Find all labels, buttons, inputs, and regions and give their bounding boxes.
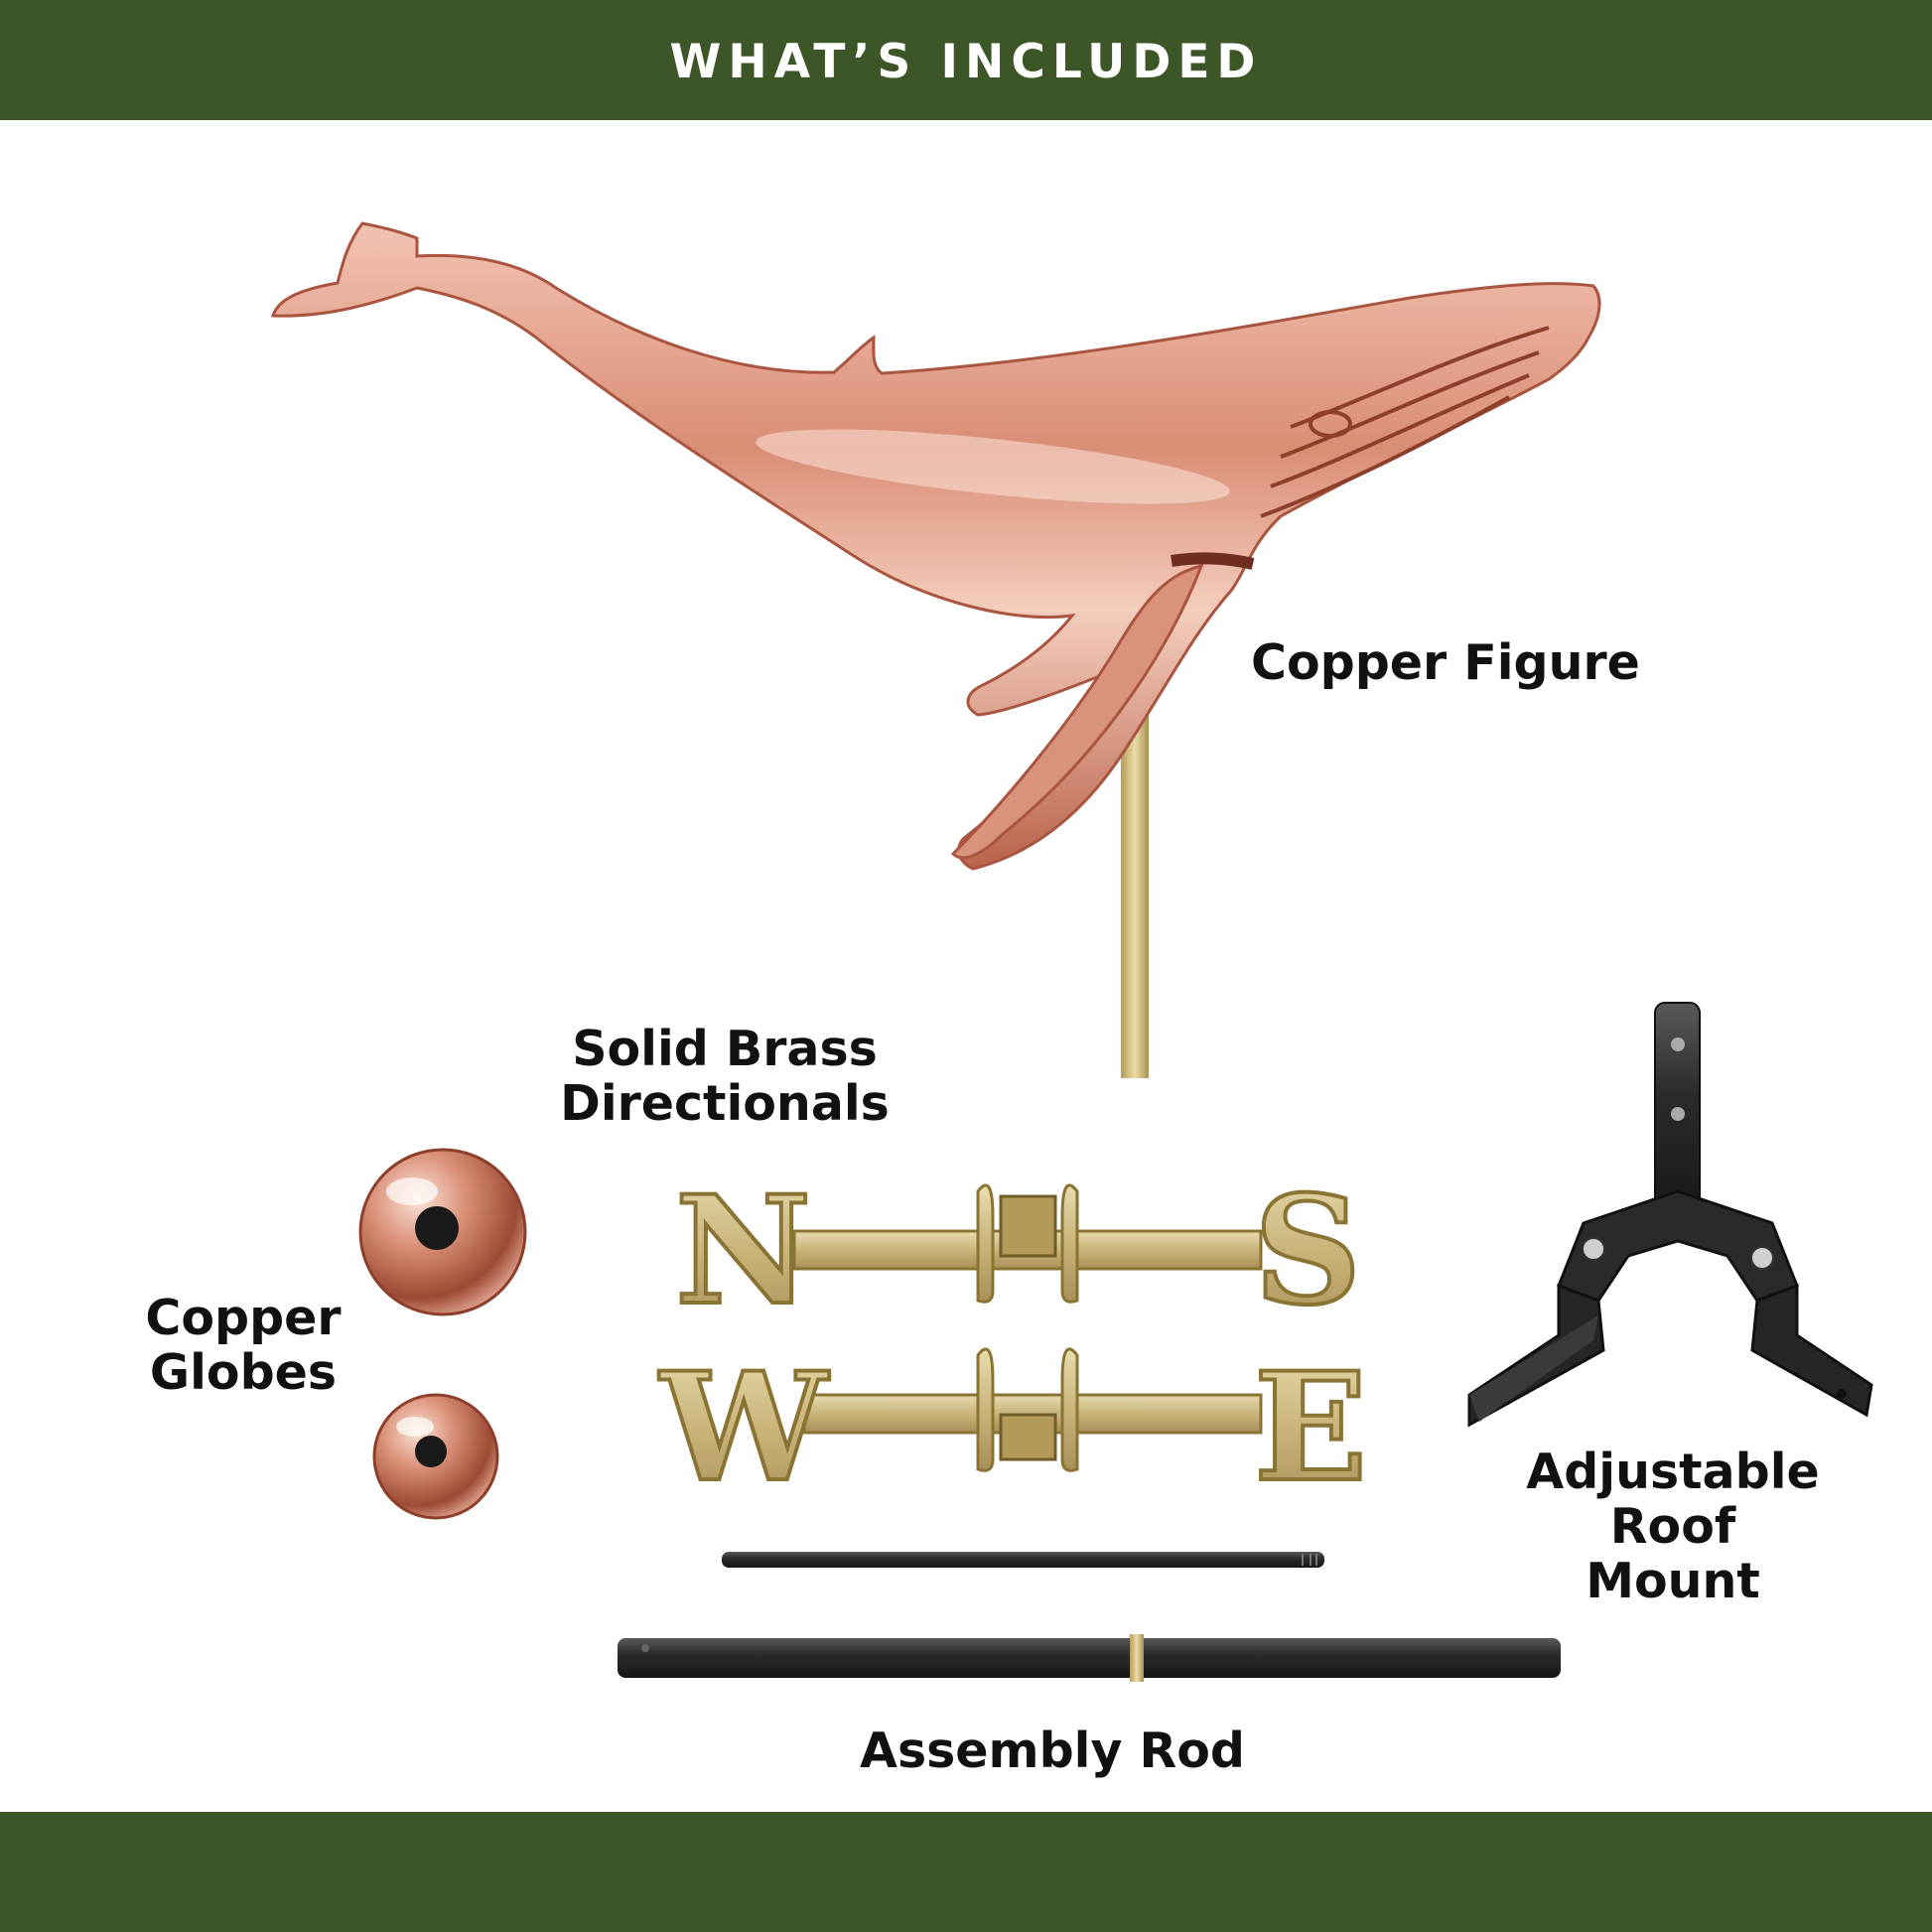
directional-s: S (1254, 1164, 1361, 1338)
header-title: WHAT’S INCLUDED (669, 35, 1263, 89)
label-adjustable-roof-mount: Adjustable Roof Mount (1526, 1444, 1820, 1609)
whale-eye (1309, 410, 1352, 438)
label-solid-brass-directionals: Solid Brass Directionals (560, 1021, 890, 1132)
footer-band (0, 1812, 1932, 1932)
whale-throat-grooves (1260, 326, 1550, 518)
directional-e: E (1254, 1340, 1367, 1515)
whale-figure-icon (270, 221, 1601, 1078)
label-copper-figure: Copper Figure (1251, 634, 1640, 691)
thin-rod-icon (722, 1552, 1324, 1568)
assembly-rod-icon (618, 1634, 1561, 1682)
whale-flipper-band (1171, 552, 1255, 570)
roof-mount-bracket-icon (1467, 1002, 1873, 1428)
whale-body (270, 221, 1601, 871)
whale-pectoral-fin (950, 563, 1204, 860)
copper-globe-small-icon (372, 1393, 499, 1520)
whale-highlight (756, 429, 1230, 504)
label-assembly-rod: Assembly Rod (860, 1723, 1245, 1779)
brass-directionals-ns-icon: N S (673, 1162, 1363, 1340)
header-band: WHAT’S INCLUDED (0, 0, 1932, 120)
directional-w: W (658, 1340, 830, 1515)
directional-n: N (675, 1164, 811, 1338)
brass-directionals-we-icon: W E (656, 1338, 1369, 1517)
copper-globe-large-icon (358, 1148, 527, 1316)
label-copper-globes: Copper Globes (145, 1290, 342, 1401)
